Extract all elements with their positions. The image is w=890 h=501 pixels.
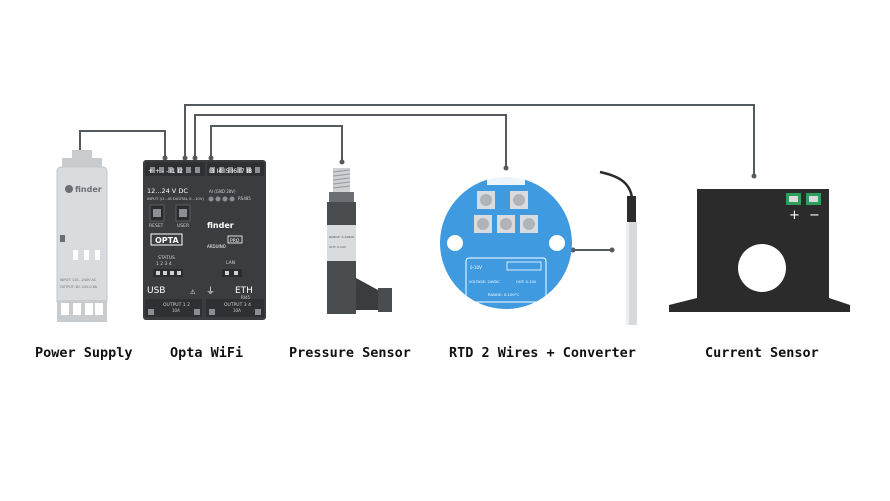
- converter-out: OUT: 0-10V: [516, 280, 537, 284]
- current-minus-symbol: −: [809, 208, 820, 223]
- wire-opta-to-pressure-sensor: [210, 125, 343, 162]
- wire-dot: [609, 247, 615, 253]
- label-pressure-sensor: Pressure Sensor: [289, 345, 411, 361]
- label-rtd: RTD 2 Wires + Converter: [449, 345, 636, 361]
- opta-lan-label: LAN: [226, 260, 235, 266]
- opta-input-range: INPUT (I1...I8 DIGITAL 0...10V): [147, 196, 204, 201]
- opta-output-right: OUTPUT 3 4: [224, 302, 251, 308]
- current-sensor: + −: [669, 189, 850, 312]
- converter-voltage: VOLTAGE: 24VDC: [469, 280, 500, 284]
- wire-opta-to-current-sensor: [184, 104, 755, 176]
- wire-psu-to-opta: [79, 130, 166, 160]
- opta-top-terminals: + + - - I1 I2: [148, 168, 183, 175]
- pressure-sticker-b: OUT: 0-10V: [329, 245, 347, 249]
- wire-dot: [751, 173, 757, 179]
- pressure-sensor: RANGE: 0-10BAR OUT: 0-10V: [327, 168, 392, 314]
- opta-usb-label: USB: [147, 286, 165, 296]
- wire-dot: [570, 247, 576, 253]
- warning-icon: ⚠: [190, 287, 196, 297]
- opta-rating-left: 10A: [172, 308, 180, 313]
- opta-eth-label: ETH: [235, 286, 253, 296]
- wire-dot: [182, 155, 188, 161]
- label-current-sensor: Current Sensor: [705, 345, 819, 361]
- opta-output-left: OUTPUT 1 2: [163, 302, 190, 308]
- opta-ai: AI (GND 28V): [209, 189, 236, 194]
- psu-brand: finder: [75, 185, 102, 194]
- opta-pro: PRO: [230, 238, 240, 244]
- opta-reset-label: RESET: [149, 223, 164, 229]
- wire-dot: [162, 155, 168, 161]
- power-supply: finder INPUT: 110...240V AC OUTPUT: DC 2…: [56, 150, 108, 322]
- opta-rj45-label: RJ45: [241, 295, 251, 300]
- wire-dot: [339, 159, 345, 165]
- opta-brand: finder: [207, 221, 234, 230]
- psu-output-text: OUTPUT: DC 24V-0.6A: [60, 285, 98, 289]
- opta-user-label: USER: [177, 223, 189, 229]
- wire-dot: [208, 155, 214, 161]
- wire-opta-to-rtd-converter: [194, 114, 507, 168]
- wires: [79, 104, 755, 251]
- opta-device: + + - - I1 I2 I3 I4 I5 I6 I7 I8 12...24 …: [143, 160, 266, 320]
- opta-arduino: ARDUINO: [207, 244, 226, 249]
- label-power-supply: Power Supply: [35, 345, 133, 361]
- wire-dot: [192, 155, 198, 161]
- opta-status-nums: 1 2 3 4: [156, 261, 172, 267]
- opta-rs485: RS485: [238, 196, 251, 201]
- rtd-probe: [599, 170, 637, 325]
- opta-status-label: STATUS: [158, 255, 175, 261]
- ground-icon: ⏚: [206, 286, 215, 297]
- current-plus-symbol: +: [789, 208, 800, 223]
- opta-supply: 12...24 V DC: [147, 187, 188, 195]
- converter-range: RANGE: 0-100°C: [488, 292, 520, 297]
- psu-input-text: INPUT: 110...240V AC: [60, 278, 97, 282]
- rtd-converter: 0-10V VOLTAGE: 24VDC OUT: 0-10V RANGE: 0…: [440, 176, 572, 309]
- opta-model: OPTA: [155, 236, 180, 245]
- converter-range-out: 0-10V: [470, 265, 482, 270]
- wire-dot: [503, 165, 509, 171]
- pressure-sticker-a: RANGE: 0-10BAR: [329, 235, 354, 239]
- opta-top-terminals-right: I3 I4 I5 I6 I7 I8: [209, 168, 252, 175]
- converter-screws: [474, 191, 538, 233]
- opta-rating-right: 10A: [233, 308, 241, 313]
- label-opta: Opta WiFi: [170, 345, 244, 361]
